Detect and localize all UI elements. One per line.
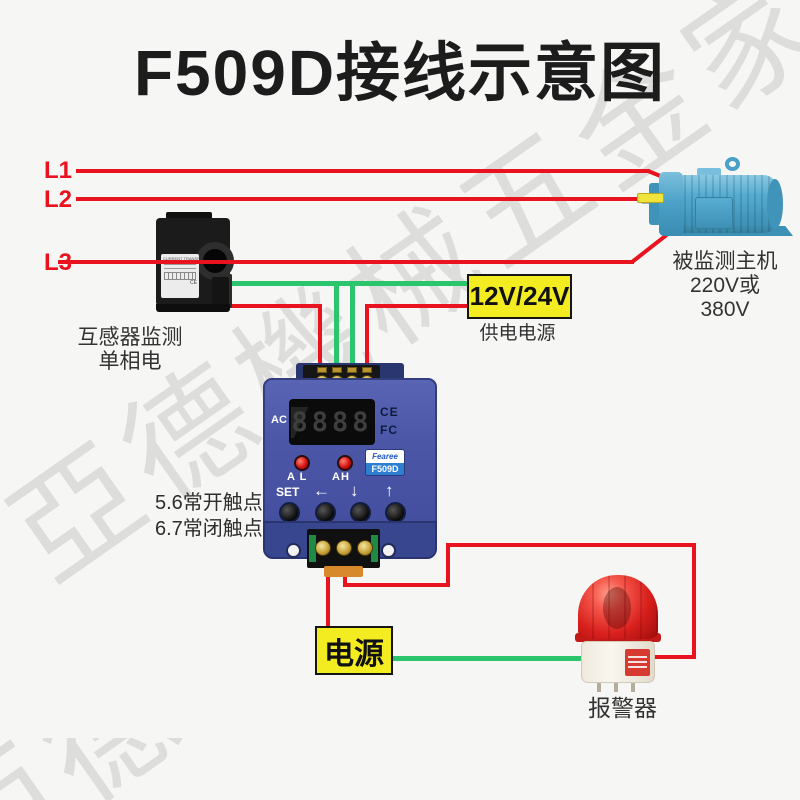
brand-name: Fearee (366, 450, 404, 463)
watermark-text-bottom: 亞德機械五金家居 (0, 738, 520, 800)
mounting-hole-right (381, 543, 396, 558)
alarm-sticker-line (628, 666, 647, 668)
display-digits: 8888 (291, 406, 373, 438)
supply-voltage-box: 12V/24V (467, 274, 572, 319)
alarm-sticker-line (628, 656, 647, 658)
motor-caption-line2: 220V或 (689, 274, 761, 297)
wire-alarm-red-d (446, 543, 696, 547)
ct-caption-line1: 互感器监测 (77, 326, 183, 349)
wire-alarm-red-b (343, 583, 450, 587)
motor-caption-line3: 380V (700, 298, 750, 321)
alarm-beacon (575, 575, 661, 693)
push-button-left (315, 502, 336, 523)
wire-ct-green (222, 281, 470, 286)
motor-caption-line1: 被监测主机 (672, 250, 778, 273)
push-button-set (279, 502, 300, 523)
motor-junction-box (695, 197, 733, 229)
ct-sticker-table (164, 272, 196, 280)
bottom-terminal-block (307, 529, 380, 568)
wire-alarm-red-e (692, 543, 696, 659)
supply-caption: 供电电源 (479, 323, 556, 344)
arrow-left-icon: ← (313, 481, 330, 500)
mounting-hole-left (286, 543, 301, 558)
f509d-device: AC 8888 CE FC A L AH Fearee F509D SET ← … (263, 363, 437, 579)
contacts-note: 5.6常开触点 6.7常闭触点 (155, 490, 263, 542)
wire-l1 (76, 169, 650, 173)
wire-red-terminal-4 (365, 306, 369, 369)
wire-alarm-red-a (343, 568, 347, 587)
ct-feet (156, 304, 230, 312)
wire-alarm-red-c (446, 545, 450, 587)
push-button-up (385, 502, 406, 523)
wire-alarm-green (386, 656, 584, 661)
contact-screw-5 (315, 540, 331, 556)
power-box: 电源 (315, 626, 393, 675)
wire-green-terminal-3 (350, 283, 355, 369)
led-low-label: A L (287, 471, 308, 483)
contacts-note-line1: 5.6常开触点 (155, 492, 263, 514)
arrow-up-icon: ↑ (385, 481, 394, 500)
alarm-label-sticker (625, 649, 650, 676)
wire-l3 (58, 260, 634, 264)
terminal-clamp (362, 367, 372, 373)
wire-red-terminal-1 (318, 306, 322, 369)
ct-sticker-line (164, 268, 196, 269)
motor-caption: 被监测主机 220V或 380V (660, 250, 790, 322)
set-button-label: SET (276, 485, 300, 499)
terminal-clamp (332, 367, 342, 373)
alarm-pin (614, 683, 618, 692)
led-alarm-high (337, 455, 353, 471)
phase-label-l2: L2 (44, 186, 73, 213)
wire-l2 (76, 197, 638, 201)
led-high-label: AH (332, 471, 350, 483)
ce-mark: CE (190, 280, 197, 286)
ct-terminal-steps (212, 274, 232, 308)
wire-connector-orange (324, 566, 363, 577)
motor-end-cap (767, 179, 783, 229)
brand-badge: Fearee F509D (366, 450, 404, 475)
ac-label: AC (271, 414, 287, 426)
watermark-bottom-clip: 亞德機械五金家居 (0, 738, 520, 800)
wire-supply-red (365, 304, 470, 308)
ct-sticker-line (164, 264, 196, 265)
wire-green-terminal-2 (334, 283, 339, 369)
alarm-bulb-shadow (603, 587, 631, 629)
wire-power-red (326, 568, 330, 628)
phase-label-l1: L1 (44, 157, 73, 184)
terminal-clamp (347, 367, 357, 373)
motor-eye-hook (725, 157, 740, 171)
ct-caption: 互感器监测 单相电 (70, 326, 190, 374)
wire-lug-yellow (637, 193, 664, 203)
led-alarm-low (294, 455, 310, 471)
alarm-pin (631, 683, 635, 692)
arrow-down-icon: ↓ (350, 481, 359, 500)
pcb-strip-left (309, 535, 316, 562)
wire-ct-red (219, 304, 322, 308)
terminal-clamp (317, 367, 327, 373)
alarm-dome (578, 575, 658, 639)
contact-screw-7 (357, 540, 373, 556)
model-badge: F509D (366, 463, 404, 475)
pcb-strip-right (371, 535, 378, 562)
contacts-note-line2: 6.7常闭触点 (155, 518, 263, 540)
ce-cert-mark: CE (380, 405, 399, 419)
alarm-sticker-line (628, 661, 647, 663)
contact-screw-6 (336, 540, 352, 556)
alarm-pin (597, 683, 601, 692)
ct-sticker-title: CURRENT TRANSFORMER (163, 256, 199, 261)
fcc-cert-mark: FC (380, 423, 398, 437)
motor-top-box (697, 168, 721, 178)
page-title: F509D接线示意图 (133, 37, 667, 109)
wire-alarm-red-f (652, 655, 696, 659)
alarm-caption: 报警器 (588, 695, 657, 721)
push-button-down (350, 502, 371, 523)
segment-display: 8888 (289, 399, 375, 445)
ct-caption-line2: 单相电 (98, 350, 162, 373)
motor-end-bell (659, 172, 683, 236)
